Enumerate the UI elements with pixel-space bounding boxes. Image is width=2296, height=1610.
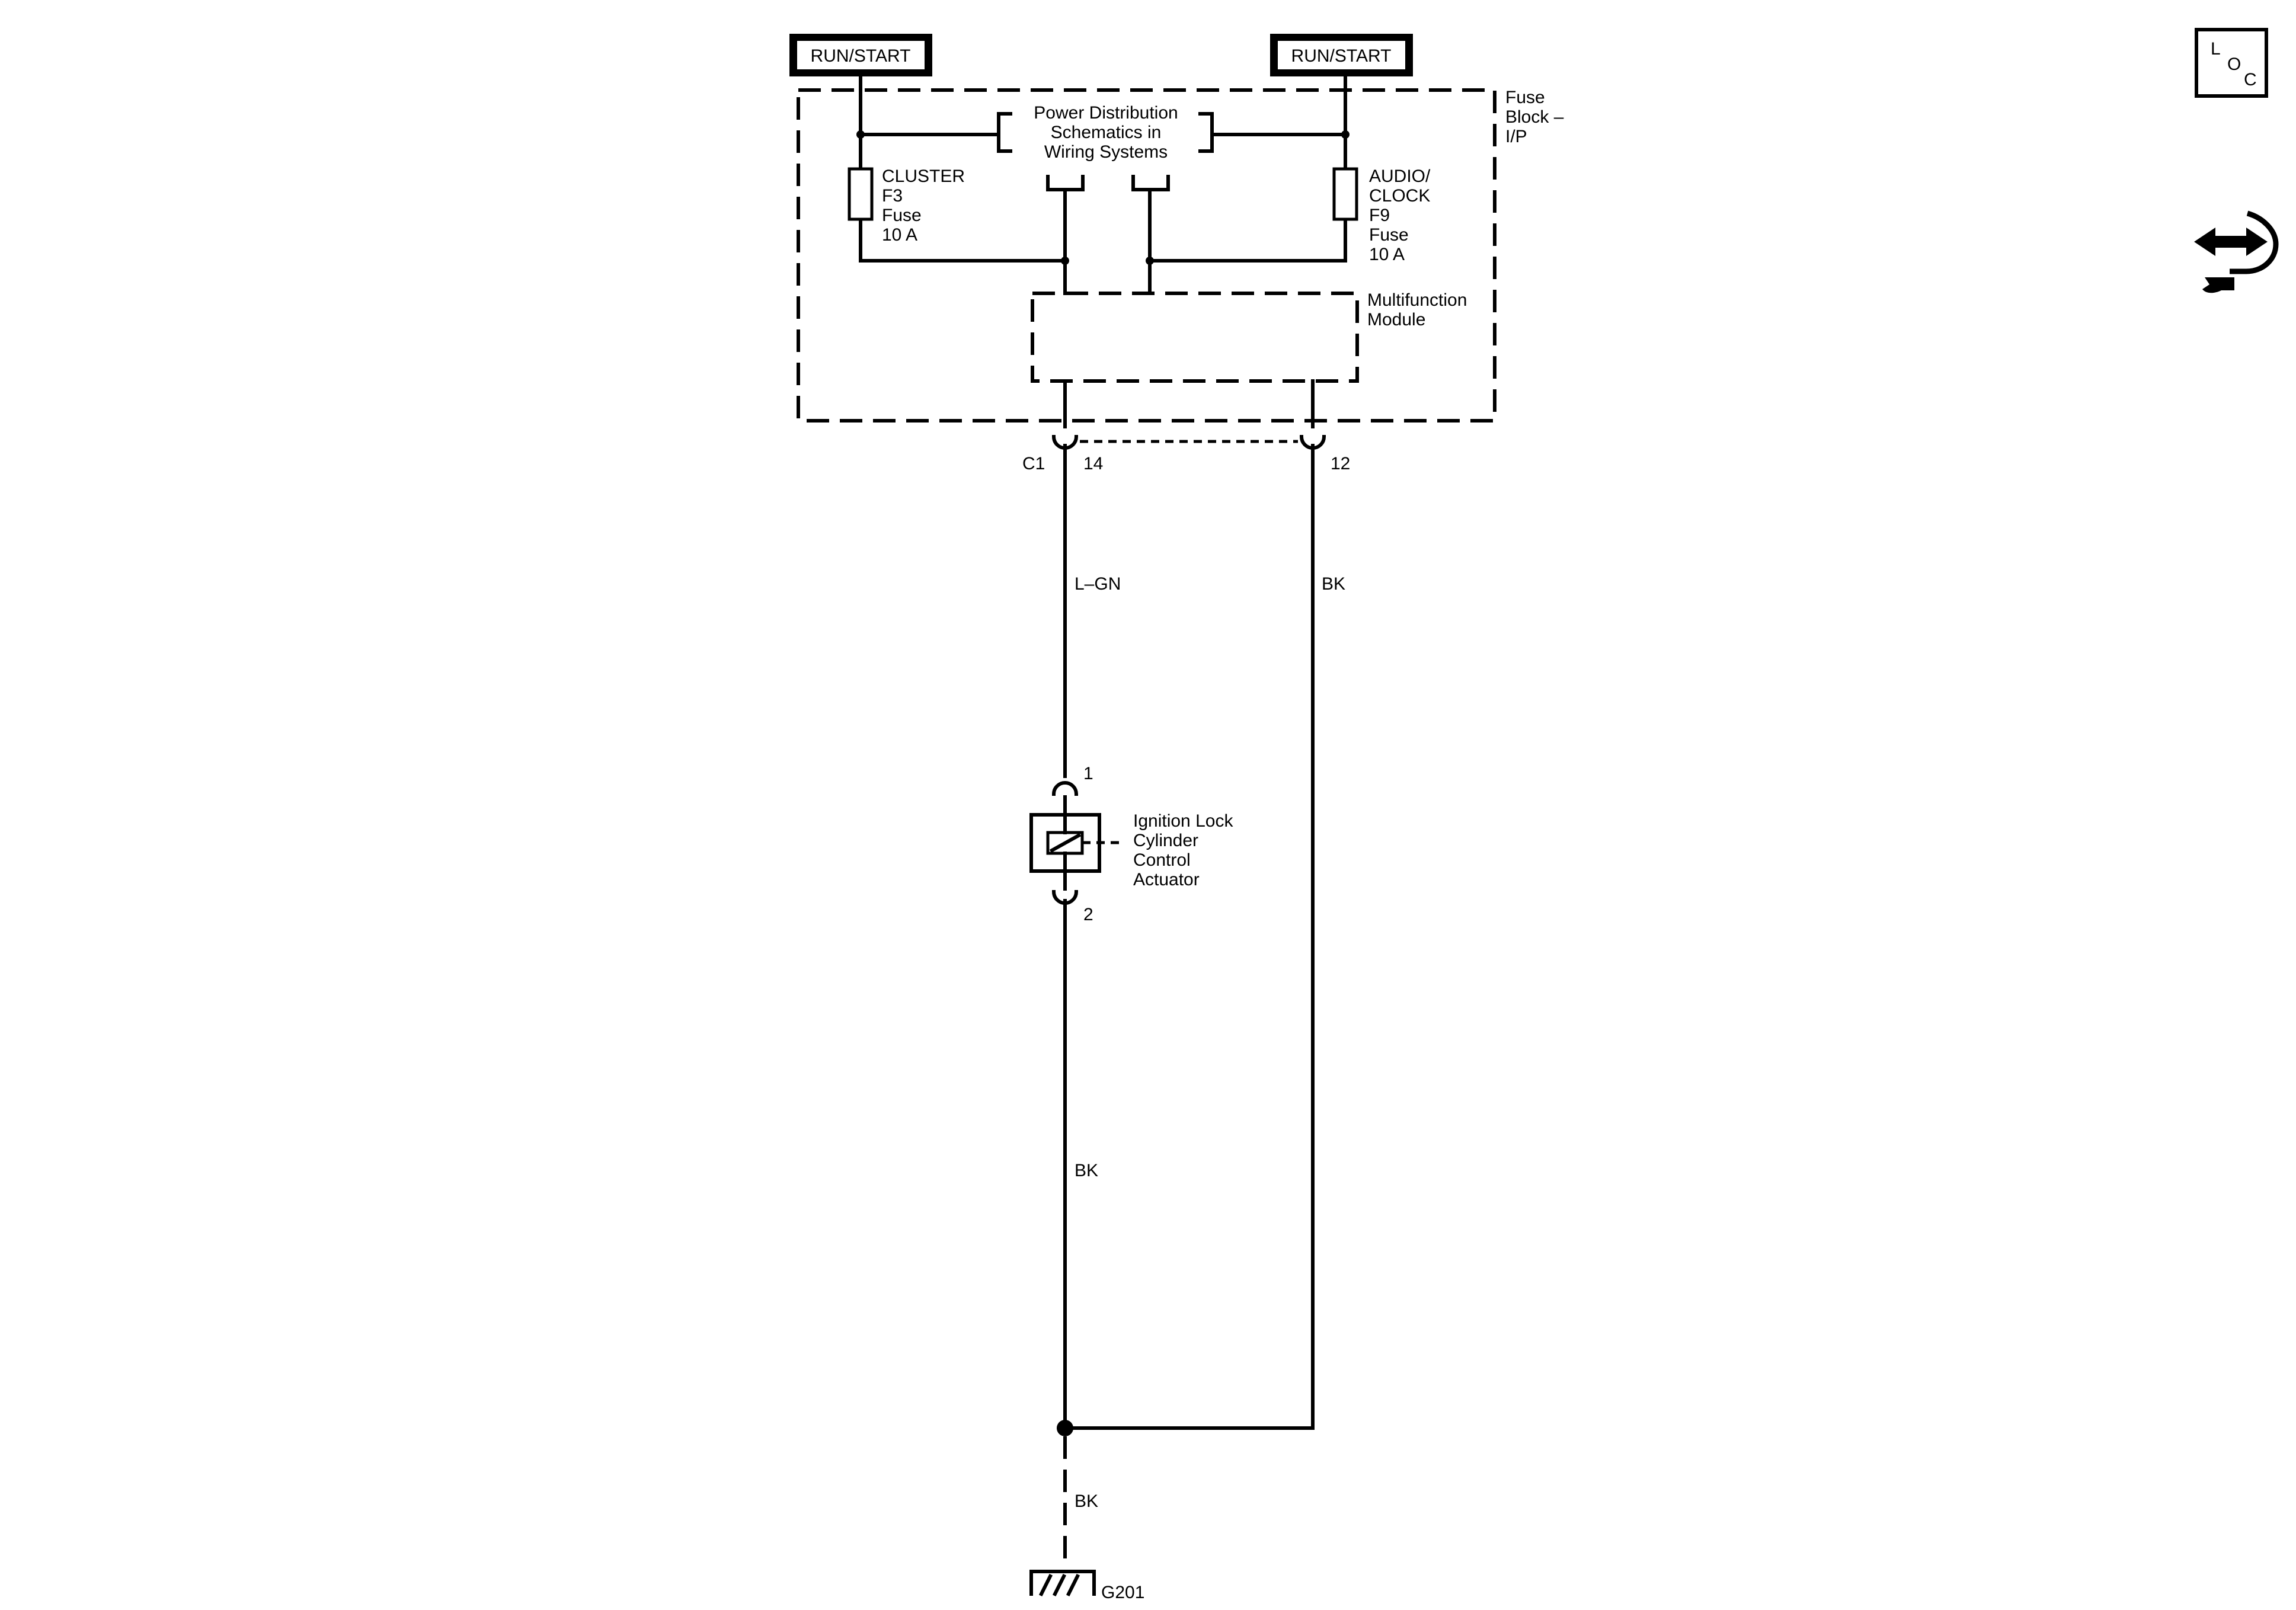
actuator-pin-2: 2 (1083, 905, 1093, 924)
fuse-f3-label-3: Fuse (882, 206, 922, 225)
wire-bk-right-label: BK (1322, 574, 1345, 594)
pds-label-3: Wiring Systems (1044, 142, 1168, 162)
actuator-label-4: Actuator (1133, 870, 1200, 889)
fuse-f9-label-2: CLOCK (1369, 186, 1430, 206)
fuse-block-label-3: I/P (1505, 127, 1527, 146)
loc-icon-c: C (2244, 70, 2257, 89)
run-start-left-text: RUN/START (811, 46, 911, 66)
pds-label-2: Schematics in (1051, 123, 1162, 142)
fuse-f9-label-3: F9 (1369, 206, 1390, 225)
wire-l-gn-label: L–GN (1075, 574, 1121, 594)
ignition-lock-actuator (1029, 781, 1120, 905)
splice-point (1057, 1420, 1073, 1436)
pds-label-1: Power Distribution (1034, 103, 1178, 123)
fuse-f3-label-4: 10 A (882, 225, 917, 245)
fuse-f9-symbol (1332, 167, 1358, 221)
connector-name: C1 (1022, 454, 1045, 473)
run-start-right-text: RUN/START (1291, 46, 1392, 66)
fuse-f9-label-4: Fuse (1369, 225, 1409, 245)
run-start-label-right: RUN/START (1270, 34, 1413, 76)
loc-icon-o: O (2227, 55, 2241, 74)
connector-c1 (1051, 379, 1326, 450)
fuse-block-label-2: Block – (1505, 107, 1564, 127)
fuse-block-label-1: Fuse (1505, 88, 1545, 107)
left-feed-wire (856, 75, 1067, 263)
actuator-label-3: Control (1133, 850, 1191, 870)
run-start-label-left: RUN/START (789, 34, 932, 76)
ground-symbol (1029, 1570, 1096, 1597)
right-feed-wire (1148, 75, 1350, 263)
wrench-arrows-icon[interactable] (2194, 210, 2279, 293)
loc-icon[interactable]: L O C (2195, 28, 2268, 98)
fuse-f3-label-2: F3 (882, 186, 903, 206)
fuse-block-outline (797, 88, 1496, 422)
ground-name: G201 (1101, 1583, 1144, 1602)
fuse-f9-label-1: AUDIO/ (1369, 167, 1431, 186)
fuse-f3-label-1: CLUSTER (882, 167, 965, 186)
module-label-1: Multifunction (1367, 290, 1467, 310)
module-label-2: Module (1367, 310, 1425, 329)
fuse-f3-symbol (848, 167, 874, 221)
actuator-label-2: Cylinder (1133, 831, 1198, 850)
loc-icon-l: L (2211, 39, 2221, 59)
connector-pin-14: 14 (1083, 454, 1103, 473)
actuator-label-1: Ignition Lock (1133, 811, 1233, 831)
wire-ground-label: BK (1075, 1491, 1098, 1511)
power-distribution-reference (997, 112, 1214, 295)
wire-bk-left-label: BK (1075, 1161, 1098, 1180)
fuse-f9-label-5: 10 A (1369, 245, 1405, 264)
actuator-pin-1: 1 (1083, 764, 1093, 783)
multifunction-module-outline (1031, 292, 1359, 383)
connector-pin-12: 12 (1331, 454, 1350, 473)
